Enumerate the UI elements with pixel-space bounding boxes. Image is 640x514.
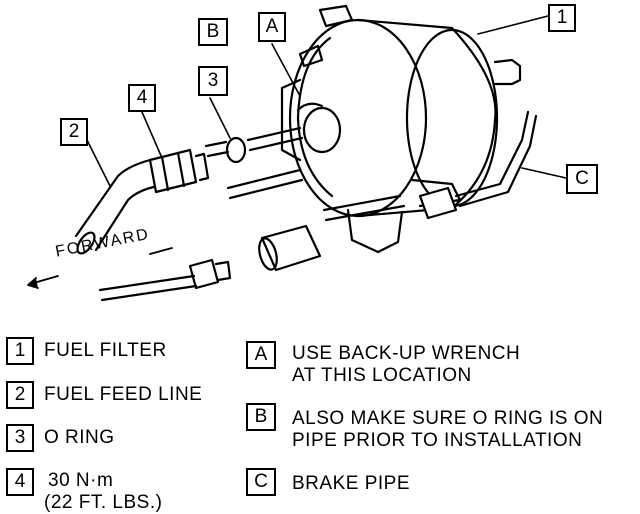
- legend-label-4: 30 N·m: [48, 470, 114, 491]
- o-ring: [225, 136, 247, 164]
- legend-note-A-line1: USE BACK-UP WRENCH: [292, 343, 521, 364]
- diagram-callout-B: B: [198, 18, 228, 46]
- leader-lines: [85, 15, 567, 187]
- diagram-callout-4: 4: [128, 84, 156, 112]
- legend-key-1: 1: [6, 337, 34, 365]
- legend-label-3: O RING: [44, 427, 115, 448]
- legend-label-1: FUEL FILTER: [44, 340, 167, 361]
- diagram-callout-3: 3: [198, 66, 228, 96]
- legend-label-4-line2: (22 FT. LBS.): [44, 492, 163, 513]
- legend-note-B-line1: ALSO MAKE SURE O RING IS ON: [292, 408, 604, 429]
- legend-key-4: 4: [6, 468, 34, 496]
- diagram-callout-A: A: [258, 12, 286, 42]
- legend-label-2: FUEL FEED LINE: [44, 384, 203, 405]
- union-fitting: [258, 224, 322, 272]
- legend-note-A-line2: AT THIS LOCATION: [292, 365, 472, 386]
- legend-key-B: B: [246, 403, 276, 431]
- diagram-callout-1: 1: [548, 4, 576, 32]
- legend-note-B-line2: PIPE PRIOR TO INSTALLATION: [292, 430, 583, 451]
- legend-key-A: A: [246, 341, 276, 369]
- forward-arrow-icon: [27, 247, 173, 289]
- legend-note-C-line1: BRAKE PIPE: [292, 473, 410, 494]
- legend-key-2: 2: [6, 381, 34, 409]
- legend-key-3: 3: [6, 424, 34, 452]
- diagram-callout-C: C: [566, 164, 598, 194]
- tube-nut: [148, 148, 210, 194]
- diagram-callout-2: 2: [60, 118, 88, 146]
- fuel-filter-body: [280, 4, 522, 254]
- legend-key-C: C: [246, 468, 276, 496]
